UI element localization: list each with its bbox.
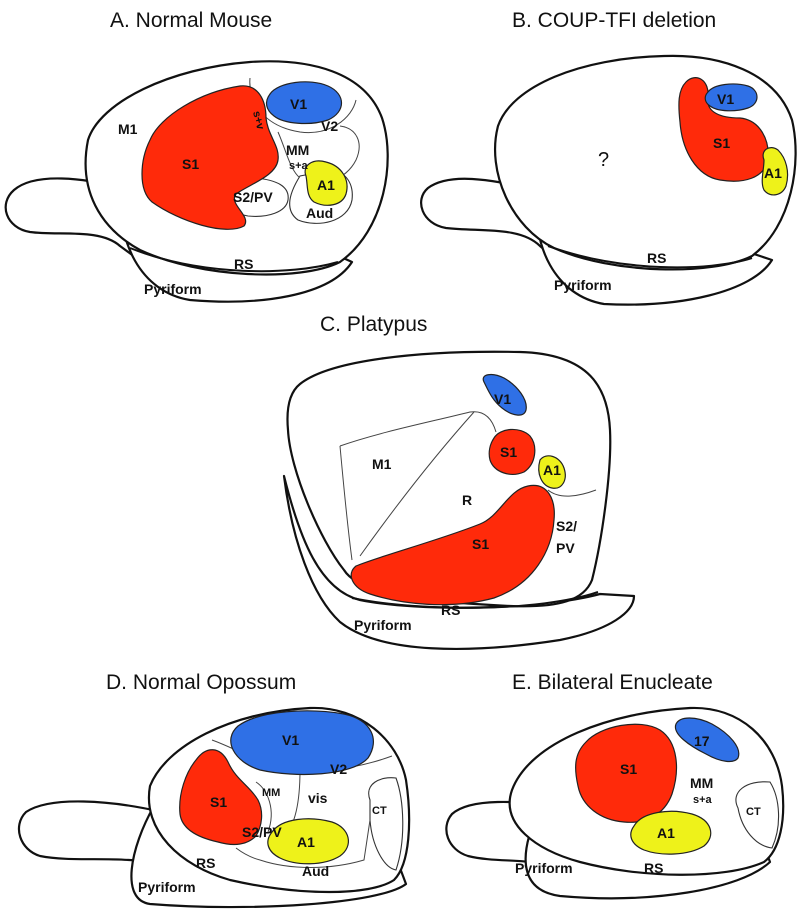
panel-c-s1-small-area	[488, 428, 536, 475]
panel-c-m1-lower-border	[339, 445, 353, 561]
panel-c-label-pv: PV	[556, 540, 575, 556]
panel-d-s2pv-border	[235, 847, 261, 861]
panel-a-label-v2: V2	[321, 118, 338, 134]
panel-b-label-pyriform: Pyriform	[554, 277, 612, 293]
panel-d-label-rs: RS	[196, 855, 215, 871]
panel-c-label-s1-large: S1	[472, 536, 489, 552]
panel-c-label-v1: V1	[494, 391, 511, 407]
panel-d-v1-area	[230, 710, 374, 776]
panel-b-label-a1: A1	[764, 165, 782, 181]
panel-e-label-a1: A1	[657, 825, 675, 841]
panel-c-a1-area	[538, 455, 566, 489]
panel-c-label-s1-small: S1	[500, 444, 517, 460]
panel-d-label-mm: MM	[262, 787, 280, 799]
panel-b-a1-area	[761, 147, 789, 196]
panel-c-label-s2: S2/	[556, 518, 577, 534]
panel-a-label-mm: MM	[286, 142, 309, 158]
panel-a-label-aud: Aud	[306, 205, 333, 221]
panel-d-label-pyriform: Pyriform	[138, 879, 196, 895]
panel-b-coup-tfi-deletion: B. COUP-TFI deletion ? V1 S1 A1 RS Pyrif…	[420, 9, 797, 306]
panel-d-label-s2pv: S2/PV	[242, 824, 282, 840]
panel-d-label-ct: CT	[372, 805, 387, 817]
panel-b-rhinal-sulcus	[547, 245, 753, 269]
panel-a-s1-area	[141, 85, 279, 230]
panel-a-label-s1: S1	[182, 156, 199, 172]
panel-b-label-rs: RS	[647, 250, 666, 266]
panel-a-rhinal-sulcus	[129, 247, 339, 273]
panel-a-label-s-plus-v: s+v	[250, 110, 266, 132]
panel-e-title: E. Bilateral Enucleate	[512, 671, 713, 694]
panel-c-label-m1: M1	[372, 456, 392, 472]
panel-a-label-v1: V1	[290, 96, 307, 112]
panel-a-title: A. Normal Mouse	[110, 9, 272, 32]
panel-a-label-pyriform: Pyriform	[144, 281, 202, 297]
panel-d-s1-area	[179, 749, 263, 846]
panel-d-normal-opossum: D. Normal Opossum V1 V2 S1 MM vis CT S2/…	[17, 671, 411, 909]
panel-e-label-ct: CT	[746, 806, 761, 818]
panel-e-label-mm: MM	[690, 775, 713, 791]
panel-e-ct-region	[735, 781, 780, 849]
panel-e-a1-area	[630, 810, 712, 855]
panel-a-label-s2pv: S2/PV	[233, 189, 273, 205]
panel-c-rhinal-sulcus	[351, 591, 599, 609]
panel-c-s2pv-border	[547, 489, 597, 497]
panel-e-label-pyriform: Pyriform	[515, 860, 573, 876]
panel-d-label-a1: A1	[297, 834, 315, 850]
panel-e-label-rs: RS	[644, 860, 663, 876]
panel-a-label-m1: M1	[118, 121, 138, 137]
panel-d-label-vis: vis	[308, 790, 328, 806]
panel-d-label-v1: V1	[282, 732, 299, 748]
panel-c-label-a1: A1	[543, 462, 561, 478]
panel-e-label-s1: S1	[620, 761, 637, 777]
panel-c-label-pyriform: Pyriform	[354, 617, 412, 633]
panel-b-v1-area	[704, 83, 758, 112]
panel-a-label-s-plus-a: s+a	[289, 160, 309, 172]
panel-c-v1-area	[482, 373, 527, 416]
panel-c-platypus: C. Platypus V1 M1 S1 A1 R S1 S2/ PV RS P…	[282, 313, 636, 650]
panel-c-s1-large-area	[350, 484, 555, 606]
panel-c-r-border	[359, 411, 475, 557]
panel-c-label-rs: RS	[441, 602, 460, 618]
panel-a-label-a1: A1	[317, 177, 335, 193]
panel-d-ct-region	[368, 777, 404, 871]
panel-d-a1-area	[267, 818, 349, 865]
panel-e-17-area	[674, 717, 740, 763]
panel-d-label-s1: S1	[210, 794, 227, 810]
panel-b-label-question: ?	[598, 149, 609, 171]
panel-b-label-s1: S1	[713, 135, 730, 151]
panel-d-aud-border	[259, 819, 371, 868]
panel-d-title: D. Normal Opossum	[106, 671, 296, 694]
panel-e-label-s-plus-a: s+a	[693, 794, 713, 806]
panel-c-label-r: R	[462, 492, 472, 508]
panel-c-m1-border	[339, 411, 497, 447]
panel-c-title: C. Platypus	[320, 313, 427, 336]
panel-e-bilateral-enucleate: E. Bilateral Enucleate S1 17 MM s+a CT A…	[445, 671, 785, 900]
panel-a-a1-area	[304, 160, 348, 206]
panel-a-normal-mouse: A. Normal Mouse M1 S1 s+v V1 V2 MM s+a S…	[4, 9, 389, 303]
panel-a-v1-area	[265, 81, 343, 125]
panel-b-title: B. COUP-TFI deletion	[512, 9, 716, 32]
panel-e-label-17: 17	[694, 733, 710, 749]
panel-d-label-v2: V2	[330, 761, 347, 777]
panel-b-label-v1: V1	[717, 91, 734, 107]
panel-d-label-aud: Aud	[302, 863, 329, 879]
panel-d-mm-border	[255, 781, 272, 833]
panel-a-label-rs: RS	[234, 256, 253, 272]
